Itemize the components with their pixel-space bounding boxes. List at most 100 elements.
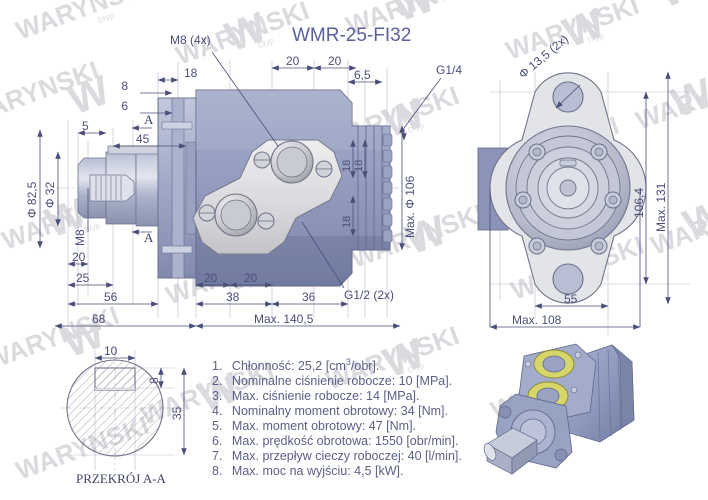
gerotor-teeth	[382, 133, 393, 243]
spec-item-8: 8. Max. moc na wyjściu: 4,5 [kW].	[212, 464, 404, 478]
render-flange-hole-1	[498, 405, 512, 419]
flange-bolt-hole-bottom	[161, 245, 193, 254]
dim-phi-82-5: Φ 82,5	[25, 181, 39, 218]
render-screw-1	[524, 360, 532, 368]
end-shaft-center	[559, 179, 577, 197]
render-flange-hole-2	[554, 448, 568, 462]
svg-text:7. Max. przepływ ciecz: 7. Max. przepływ cieczy roboczej: 40 [l/…	[212, 449, 462, 463]
note-m8-4x: M8 (4x)	[170, 33, 211, 47]
keyway-section	[94, 367, 136, 391]
dim-106-4: 106,4	[632, 188, 646, 218]
port-lower-bore	[220, 199, 252, 231]
port-upper-bore	[276, 146, 308, 178]
section-mark-a-top: A	[144, 112, 154, 127]
spec-num-5: 5.	[212, 419, 222, 433]
dim-20-bot-b: 20	[204, 271, 218, 285]
dim-18-v-c: 18	[341, 216, 353, 228]
render-screw-4	[570, 386, 578, 394]
spec-num-4: 4.	[212, 404, 222, 418]
render-port-bore-upper	[542, 355, 566, 373]
dim-45: 45	[136, 132, 150, 146]
dim-38: 38	[226, 290, 240, 304]
keyway-joint	[95, 388, 135, 390]
spec-item-6: 6. Max. prędkość obrotowa: 1550 [obr/min…	[212, 434, 458, 448]
port-g1-2: G1/2 (2x)	[344, 288, 394, 302]
dim-5: 5	[82, 119, 89, 133]
product-3d-render	[483, 343, 635, 475]
svg-text:6. Max. prędkość obrot: 6. Max. prędkość obrotowa: 1550 [obr/min…	[212, 434, 458, 448]
section-dim-10: 10	[104, 344, 118, 358]
dim-36: 36	[302, 290, 316, 304]
spec-text-8: Max. moc na wyjściu: 4,5 [kW].	[232, 464, 404, 478]
spec-text-1: Chłonność: 25,2 [cm	[232, 359, 346, 373]
side-view-dimensions: 18 8 6 5 45 Φ 82,5 Φ 32 M8 M8 (4x) A A 2…	[25, 33, 462, 329]
spec-item-5: 5. Max. moment obrotowy: 47 [Nm].	[212, 419, 416, 433]
spec-item-2: 2. Nominalne ciśnienie robocze: 10 [MPa]…	[212, 374, 452, 388]
render-shaft-side2	[511, 439, 538, 475]
spec-text-7: Max. przepływ cieczy roboczej: 40 [l/min…	[232, 449, 462, 463]
spec-num-3: 3.	[212, 389, 222, 403]
svg-text:5. Max. moment obrotow: 5. Max. moment obrotowy: 47 [Nm].	[212, 419, 416, 433]
dim-20-top-b: 20	[328, 54, 342, 68]
svg-text:8. Max. moc na wyjściu: 8. Max. moc na wyjściu: 4,5 [kW].	[212, 464, 404, 478]
dim-18-top: 18	[184, 66, 198, 80]
spec-num-1: 1.	[212, 359, 222, 373]
spec-num-2: 2.	[212, 374, 222, 388]
spec-text-3: Max. ciśnienie robocze: 14 [MPa].	[232, 389, 420, 403]
spec-sup-1: 3	[346, 357, 351, 367]
flange-bolt-hole-top	[161, 121, 193, 130]
dim-25: 25	[76, 271, 90, 285]
dim-6-5: 6,5	[354, 68, 371, 82]
housing-highlight	[196, 90, 390, 150]
render-screw-2	[574, 351, 582, 359]
dim-56: 56	[104, 290, 118, 304]
section-dim-35: 35	[170, 406, 184, 420]
dim-max-phi-106: Max. Φ 106	[403, 175, 417, 238]
svg-text:3. Max. ciśnienie robo: 3. Max. ciśnienie robocze: 14 [MPa].	[212, 389, 420, 403]
svg-text:4. Nominalny moment ob: 4. Nominalny moment obrotowy: 34 [Nm].	[212, 404, 448, 418]
side-section-view	[55, 60, 400, 330]
svg-text:2. Nominalne ciśnienie: 2. Nominalne ciśnienie robocze: 10 [MPa]…	[212, 374, 452, 388]
spec-tail-1: /obr].	[351, 359, 380, 373]
spec-num-7: 7.	[212, 449, 222, 463]
spec-text-2: Nominalne ciśnienie robocze: 10 [MPa].	[232, 374, 452, 388]
spec-text-5: Max. moment obrotowy: 47 [Nm].	[232, 419, 416, 433]
render-body-ribs	[597, 348, 622, 439]
spec-item-7: 7. Max. przepływ cieczy roboczej: 40 [l/…	[212, 449, 462, 463]
dim-6: 6	[121, 99, 128, 113]
section-dim-8: 8	[147, 377, 161, 384]
shaft-tapped-bore	[89, 174, 135, 202]
dim-55: 55	[564, 292, 578, 306]
page-title: WMR-25-FI32	[292, 25, 411, 46]
spec-item-1: 1. Chłonność: 25,2 [cm3/obr].	[212, 357, 379, 373]
dim-8: 8	[121, 79, 128, 93]
mounting-hole-bottom	[552, 263, 584, 295]
render-shaft-face	[483, 443, 497, 461]
end-keyway	[559, 159, 577, 167]
dim-max-140-5: Max. 140,5	[254, 312, 314, 326]
spec-item-4: 4. Nominalny moment obrotowy: 34 [Nm].	[212, 404, 448, 418]
section-a-a-view: 10 8 35 PRZEKRÓJ A-A	[60, 344, 187, 486]
shaft-key	[107, 145, 167, 155]
dim-20-bot-c: 20	[244, 271, 258, 285]
dim-max-131: Max. 131	[654, 182, 668, 232]
dim-18-v-a: 18	[341, 160, 353, 172]
dim-20-top-a: 20	[286, 54, 300, 68]
thread-m8: M8	[73, 229, 87, 246]
svg-text:1. Chłonność: 25,2 [cm: 1. Chłonność: 25,2 [cm3/obr].	[212, 357, 379, 373]
dim-68: 68	[92, 312, 106, 326]
dim-phi-32: Φ 32	[43, 181, 57, 208]
section-mark-a-bottom: A	[144, 230, 154, 245]
spec-text-4: Nominalny moment obrotowy: 34 [Nm].	[232, 404, 448, 418]
section-label: PRZEKRÓJ A-A	[76, 471, 167, 486]
specification-list: 1. Chłonność: 25,2 [cm3/obr]. 2. Nominal…	[212, 357, 462, 478]
port-g1-4: G1/4	[436, 63, 462, 77]
flange-rib	[171, 97, 185, 279]
spec-text-6: Max. prędkość obrotowa: 1550 [obr/min].	[232, 434, 459, 448]
dim-max-108: Max. 108	[512, 313, 562, 327]
dim-20-bot-a: 20	[72, 250, 86, 264]
dim-18-v-b: 18	[353, 160, 365, 172]
spec-num-6: 6.	[212, 434, 222, 448]
spec-num-8: 8.	[212, 464, 222, 478]
